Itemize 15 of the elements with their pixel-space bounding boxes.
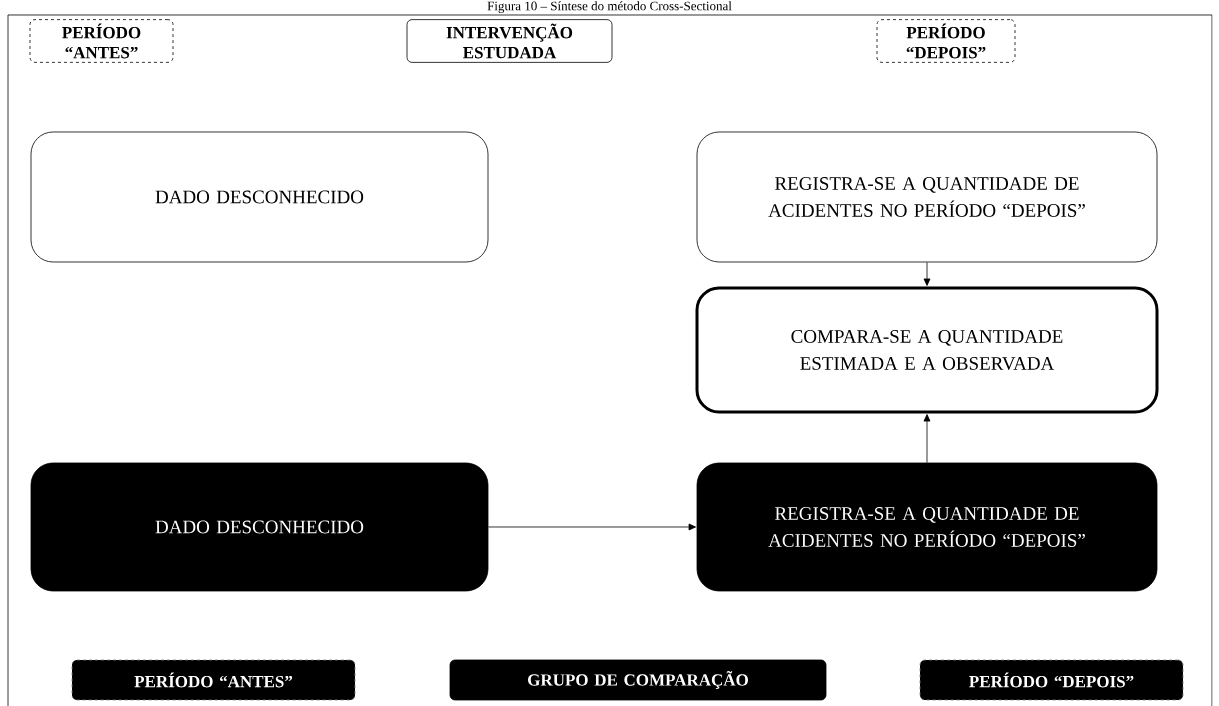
process-box: REGISTRA-SE A QUANTIDADE DE ACIDENTES NO PERÍODO “DEPOIS”: [696, 131, 1158, 263]
period-label: PERÍODO “DEPOIS”: [876, 19, 1016, 63]
period-label: PERÍODO “ANTES”: [29, 19, 174, 63]
arrow: [923, 414, 931, 463]
group-label: GRUPO DE COMPARAÇÃO: [449, 659, 827, 701]
process-box: REGISTRA-SE A QUANTIDADE DE ACIDENTES NO PERÍODO “DEPOIS”: [696, 462, 1158, 592]
arrow: [488, 523, 696, 531]
figure-title: Figura 10 – Síntese do método Cross-Sectional: [487, 1, 732, 14]
process-box: COMPARA-SE A QUANTIDADE ESTIMADA E A OBSERVADA: [695, 286, 1159, 414]
process-box: DADO DESCONHECIDO: [30, 462, 489, 592]
period-label: PERÍODO “DEPOIS”: [919, 659, 1184, 701]
arrow: [923, 262, 931, 286]
period-label: INTERVENÇÃO ESTUDADA: [406, 19, 613, 63]
period-label: PERÍODO “ANTES”: [71, 659, 356, 701]
process-box: DADO DESCONHECIDO: [30, 131, 489, 263]
